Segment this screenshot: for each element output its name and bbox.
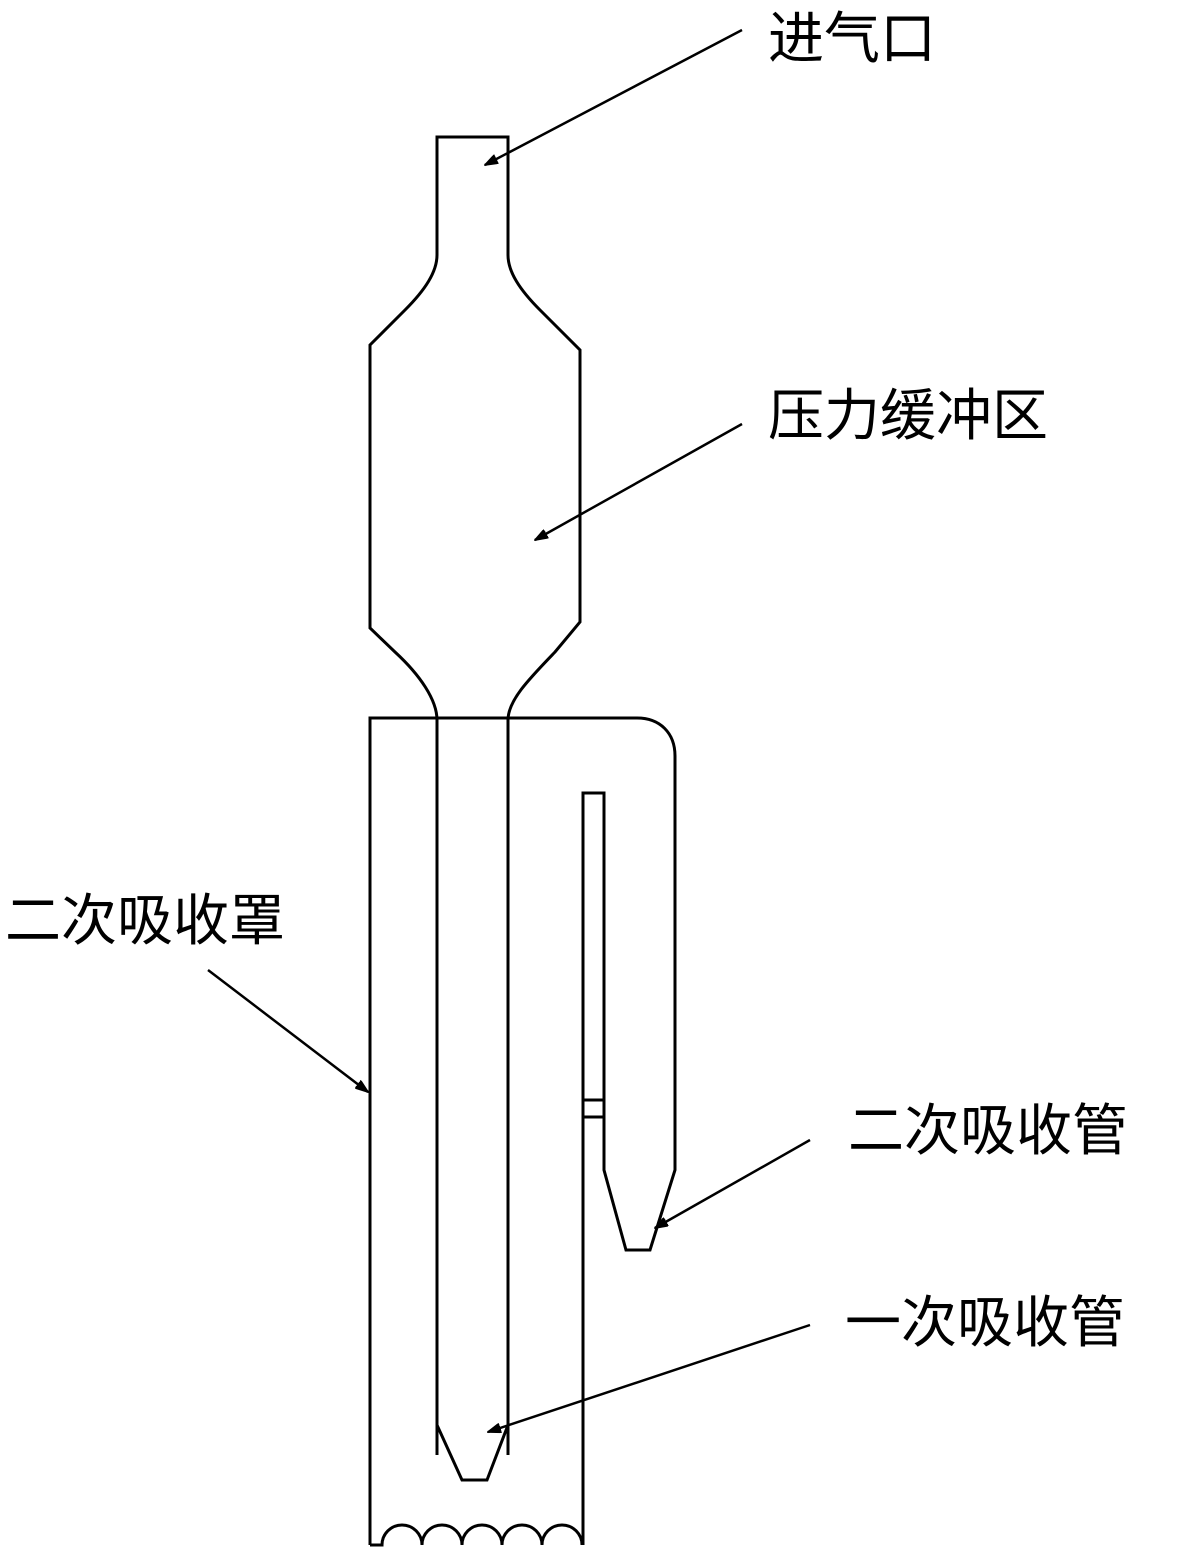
leader-primary-tube bbox=[488, 1323, 811, 1434]
secondary-absorption-tube-tip bbox=[602, 1160, 677, 1252]
label-primary-tube: 一次吸收管 bbox=[845, 1291, 1125, 1356]
label-pressure-buffer: 压力缓冲区 bbox=[768, 384, 1048, 449]
label-inlet: 进气口 bbox=[768, 7, 936, 72]
primary-absorption-tube-tip bbox=[435, 1400, 510, 1482]
secondary-absorption-tube bbox=[581, 791, 606, 1160]
leader-pressure-buffer bbox=[535, 422, 743, 540]
label-secondary-tube: 二次吸收管 bbox=[848, 1099, 1128, 1164]
hood-scalloped-bottom bbox=[370, 1523, 584, 1547]
leader-inlet bbox=[485, 28, 743, 165]
secondary-absorption-hood bbox=[368, 716, 677, 1545]
leader-secondary-tube bbox=[655, 1138, 811, 1228]
label-secondary-hood: 二次吸收罩 bbox=[5, 889, 285, 954]
leader-secondary-hood bbox=[207, 969, 368, 1092]
inlet-neck-and-buffer-outline bbox=[368, 135, 582, 1455]
